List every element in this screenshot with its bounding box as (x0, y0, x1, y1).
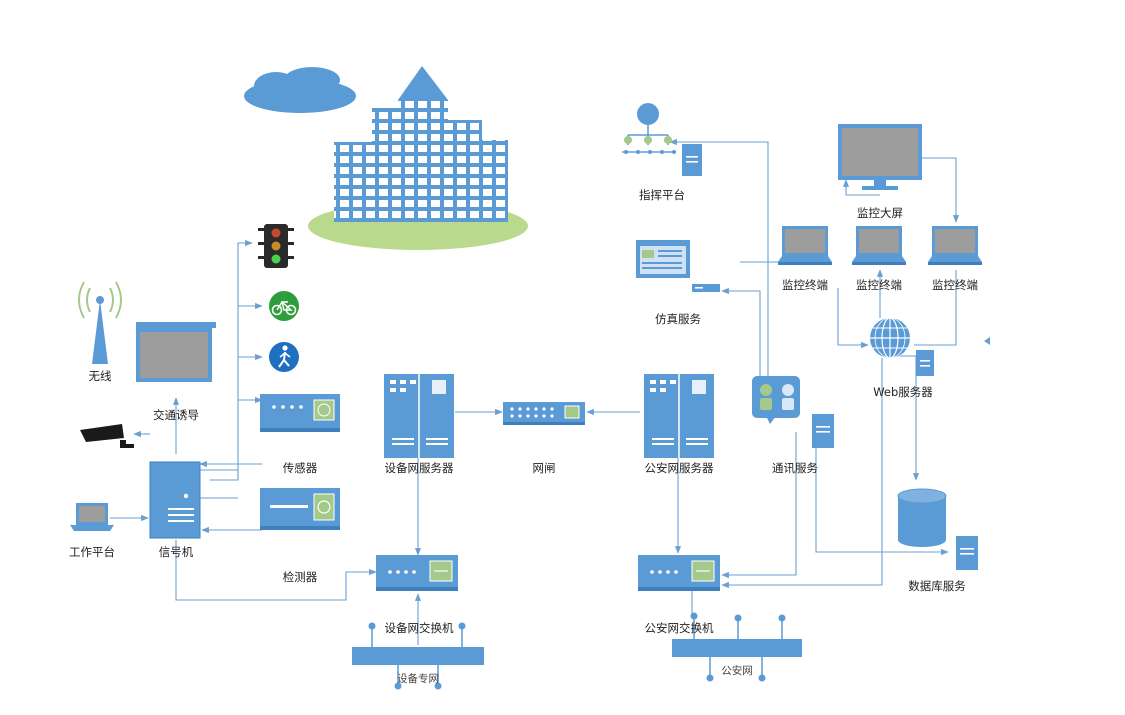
command-platform-icon (622, 103, 676, 154)
signal-machine-tower (149, 461, 201, 539)
simulation-display-panel (636, 240, 690, 278)
public-security-net-bus (672, 612, 802, 682)
public-security-switch-box (638, 555, 720, 591)
device-private-net-label: 设备专网 (397, 673, 439, 685)
database-server-box (956, 536, 978, 570)
public-security-server-rack (644, 374, 714, 458)
wireless-label: 无线 (88, 369, 112, 383)
web-server-label: Web服务器 (873, 385, 933, 399)
command-platform-label: 指挥平台 (639, 188, 685, 202)
monitor-screen-label: 监控大屏 (857, 206, 903, 220)
sensor-label: 传感器 (282, 461, 318, 475)
comm-service-server (812, 414, 834, 448)
simulation-server-unit (692, 284, 720, 292)
public-security-server-label: 公安网服务器 (644, 461, 714, 475)
monitor-terminal-1-pc (778, 226, 832, 265)
web-server-box (916, 350, 934, 376)
cctv-camera-icon (80, 424, 134, 448)
signal-machine-label: 信号机 (158, 545, 194, 559)
traffic-light-icon (258, 224, 294, 268)
comm-service-label: 通讯服务 (772, 461, 818, 475)
gateway-label: 网闸 (532, 461, 556, 475)
comm-service-icon (752, 376, 800, 424)
device-net-server-label: 设备网服务器 (384, 461, 454, 475)
workstation-label: 工作平台 (69, 545, 115, 559)
workstation-laptop (70, 503, 114, 531)
public-security-net-label: 公安网 (721, 665, 753, 677)
monitor-terminal-3-pc (928, 226, 982, 265)
monitor-terminal-1-label: 监控终端 (782, 278, 828, 292)
sensor-device (260, 394, 340, 432)
monitor-terminal-2-label: 监控终端 (856, 278, 902, 292)
monitor-terminal-2-pc (852, 226, 906, 265)
traffic-guidance-board (136, 322, 216, 382)
device-net-server-rack (384, 374, 454, 458)
city-buildings-icon (308, 66, 528, 250)
bicycle-sign-icon (269, 291, 299, 321)
cloud-icon (244, 67, 356, 113)
gateway-device (503, 402, 585, 425)
database-service-label: 数据库服务 (908, 579, 966, 593)
device-private-net-bus (352, 622, 484, 690)
simulation-service-label: 仿真服务 (655, 312, 701, 326)
monitor-terminal-3-label: 监控终端 (932, 278, 978, 292)
traffic-guidance-label: 交通诱导 (153, 408, 199, 422)
pedestrian-sign-icon (269, 342, 299, 372)
wireless-antenna-icon (78, 281, 122, 364)
detector-label: 检测器 (282, 570, 318, 584)
public-security-switch-label: 公安网交换机 (644, 621, 714, 635)
command-platform-server (682, 144, 702, 176)
monitor-big-screen (838, 124, 922, 190)
device-net-switch-label: 设备网交换机 (384, 621, 454, 635)
globe-icon (870, 317, 910, 359)
device-net-switch-box (376, 555, 458, 591)
detector-device (260, 488, 340, 530)
database-icon (897, 488, 947, 547)
